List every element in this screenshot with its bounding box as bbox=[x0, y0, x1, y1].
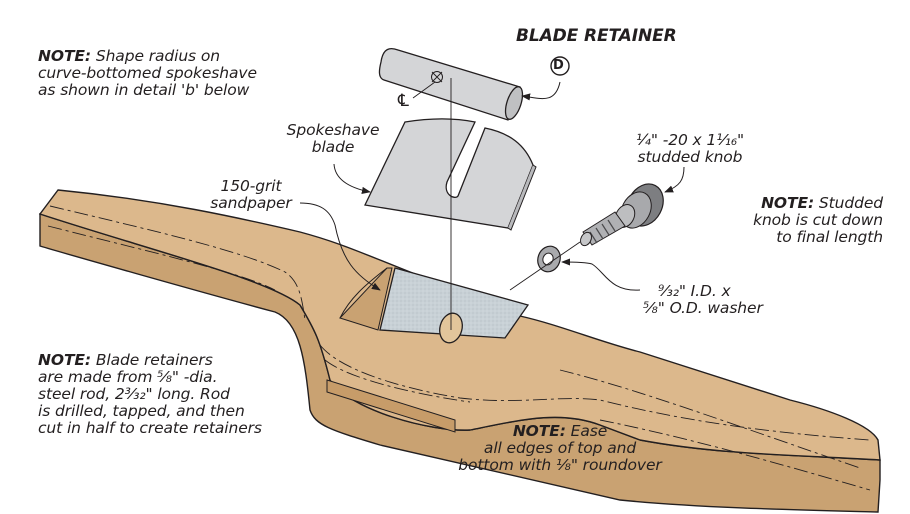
note-text: curve-bottomed spokeshave bbox=[38, 64, 257, 82]
note-text: Blade retainers bbox=[91, 351, 213, 369]
label-text: ⁹⁄₃₂" I.D. x bbox=[658, 282, 731, 300]
note-text: knob is cut down bbox=[753, 211, 883, 229]
note-heading: NOTE: bbox=[761, 194, 815, 212]
leader-washer bbox=[561, 258, 641, 291]
assembly-axis-lines bbox=[450, 78, 581, 330]
note-text: Ease bbox=[565, 422, 608, 440]
note-blade-retainers: NOTE: Blade retainers are made from ⁵⁄₈"… bbox=[38, 352, 262, 437]
spokeshave-blade bbox=[364, 118, 537, 231]
note-studded-knob: NOTE: Studded knob is cut down to final … bbox=[735, 195, 883, 246]
centerline-symbol: ℄ bbox=[398, 91, 409, 111]
label-text: 150-grit bbox=[220, 177, 282, 195]
leader-spokeshave-blade bbox=[333, 163, 371, 194]
note-text: as shown in detail 'b' below bbox=[38, 81, 250, 99]
note-text: all edges of top and bbox=[483, 439, 637, 457]
note-shape-radius: NOTE: Shape radius on curve-bottomed spo… bbox=[38, 48, 257, 99]
note-ease-edges: NOTE: Ease all edges of top and bottom w… bbox=[430, 423, 690, 474]
callout-letter: D bbox=[553, 58, 564, 73]
blade-retainer-title: BLADE RETAINER bbox=[516, 26, 677, 46]
note-text: Shape radius on bbox=[91, 47, 220, 65]
note-heading: NOTE: bbox=[38, 351, 92, 369]
studded-knob-label: ¼" -20 x 1¹⁄₁₆" studded knob bbox=[620, 132, 760, 166]
retainer-tap-hole bbox=[431, 71, 443, 83]
sandpaper bbox=[379, 267, 530, 339]
label-text: Spokeshave bbox=[286, 121, 380, 139]
label-text: sandpaper bbox=[210, 194, 292, 212]
note-heading: NOTE: bbox=[512, 422, 566, 440]
sandpaper-label: 150-grit sandpaper bbox=[205, 178, 297, 212]
note-text: is drilled, tapped, and then bbox=[38, 402, 245, 420]
label-text: ⁵⁄₈" O.D. washer bbox=[643, 299, 763, 317]
spokeshave-blade-label: Spokeshave blade bbox=[283, 122, 383, 156]
label-text: studded knob bbox=[637, 148, 743, 166]
note-text: Studded bbox=[814, 194, 883, 212]
leader-blade-retainer bbox=[521, 81, 561, 101]
note-text: steel rod, 2³⁄₃₂" long. Rod bbox=[38, 385, 230, 403]
studded-knob bbox=[579, 183, 664, 247]
note-text: are made from ⁵⁄₈" -dia. bbox=[38, 368, 218, 386]
note-heading: NOTE: bbox=[38, 47, 92, 65]
leader-sandpaper bbox=[299, 202, 381, 291]
label-text: blade bbox=[311, 138, 355, 156]
body-sole-strip bbox=[326, 379, 456, 433]
leader-studded-knob bbox=[664, 166, 685, 193]
washer-label: ⁹⁄₃₂" I.D. x ⁵⁄₈" O.D. washer bbox=[643, 283, 763, 317]
note-text: bottom with ⅛" roundover bbox=[458, 456, 662, 474]
callout-circle-d bbox=[550, 56, 570, 76]
note-text: to final length bbox=[776, 228, 883, 246]
label-text: ¼" -20 x 1¹⁄₁₆" bbox=[635, 131, 745, 149]
roundover-lines bbox=[47, 205, 871, 491]
blade-retainer-rod bbox=[378, 47, 524, 121]
note-text: cut in half to create retainers bbox=[38, 419, 262, 437]
